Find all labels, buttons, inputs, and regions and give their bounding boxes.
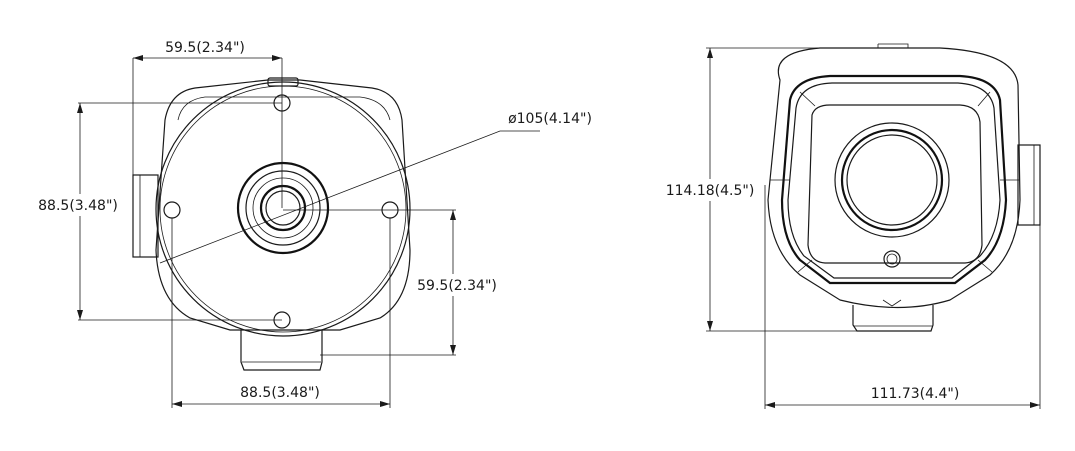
dim-bottom-width-label: 88.5(3.48") — [240, 385, 320, 401]
front-view-drawing — [662, 43, 1041, 409]
dim-width-label: 111.73(4.4") — [871, 386, 960, 402]
bottom-view-drawing — [30, 55, 540, 408]
dim-top-width-label: 59.5(2.34") — [165, 40, 245, 56]
dim-diameter-label: ø105(4.14") — [508, 111, 592, 127]
dim-right-height-label: 59.5(2.34") — [417, 278, 497, 294]
dim-height-label: 114.18(4.5") — [666, 183, 755, 199]
dim-left-height-label: 88.5(3.48") — [38, 198, 118, 214]
